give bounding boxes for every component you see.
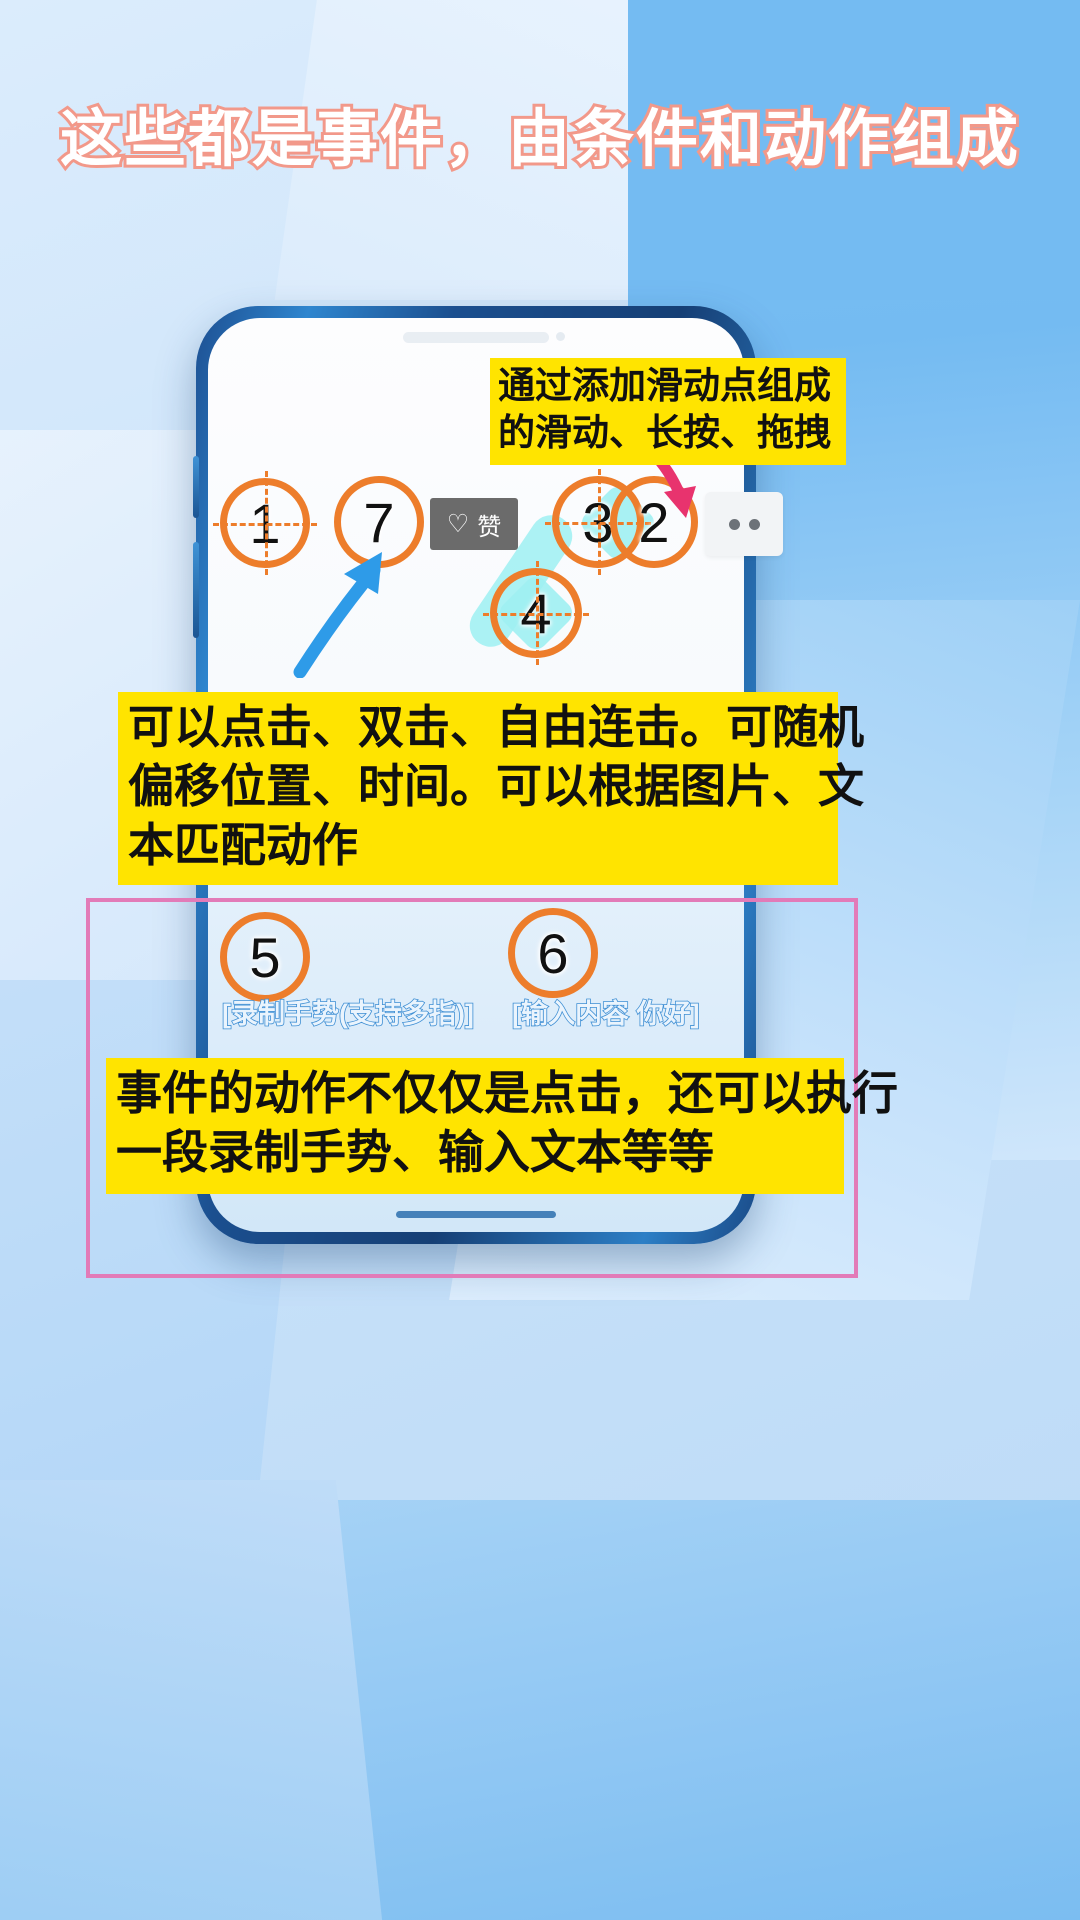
crosshair-vertical-icon [598, 469, 601, 575]
annotation-bottom: 事件的动作不仅仅是点击，还可以执行 一段录制手势、输入文本等等 [106, 1058, 898, 1194]
annotation-line: 一段录制手势、输入文本等等 [116, 1125, 714, 1178]
marker-number: 6 [537, 921, 569, 985]
marker-circle-5[interactable]: 5 [220, 912, 310, 1002]
marker-circle-1[interactable]: 1 [213, 471, 317, 575]
gesture-record-label: [录制手势(支持多指)] [221, 998, 475, 1030]
phone-side-button-volume [193, 456, 199, 518]
like-button-label: 赞 [477, 513, 502, 541]
more-options-button[interactable] [705, 492, 783, 556]
annotation-line: 偏移位置、时间。可以根据图片、文 [128, 759, 864, 812]
input-content-label: [输入内容 你好] [511, 998, 700, 1030]
annotation-line: 的滑动、长按、拖拽 [498, 412, 831, 454]
page-title-text: 这些都是事件，由条件和动作组成 [57, 102, 1021, 177]
blue-arrow-icon [293, 552, 382, 678]
page-title: 这些都是事件，由条件和动作组成 [0, 88, 1080, 178]
marker-number: 2 [638, 490, 670, 554]
annotation-line: 本匹配动作 [128, 818, 358, 871]
annotation-line: 可以点击、双击、自由连击。可随机 [128, 701, 864, 753]
annotation-top-right: 通过添加滑动点组成 的滑动、长按、拖拽 [490, 358, 846, 465]
more-dots-icon [728, 518, 740, 530]
marker-circle-4[interactable]: 4 [483, 561, 589, 665]
crosshair-vertical-icon [536, 561, 539, 665]
marker-circle-2[interactable]: 2 [610, 476, 698, 568]
annotation-middle: 可以点击、双击、自由连击。可随机 偏移位置、时间。可以根据图片、文 本匹配动作 [118, 692, 864, 885]
phone-side-button-power [193, 542, 199, 638]
phone-home-indicator [396, 1211, 556, 1218]
like-button[interactable]: ♡ 赞 [430, 498, 518, 550]
marker-number: 7 [363, 490, 395, 554]
annotation-line: 通过添加滑动点组成 [498, 365, 831, 406]
more-dots-icon [748, 518, 760, 530]
crosshair-vertical-icon [265, 471, 268, 575]
highlight-frame-bottom-section [86, 898, 858, 1278]
background-bottom-left-wedge [0, 1480, 385, 1920]
annotation-line: 事件的动作不仅仅是点击，还可以执行 [116, 1067, 898, 1119]
phone-speaker-notch [403, 332, 549, 343]
background-right-top [628, 0, 1080, 300]
marker-number: 5 [249, 925, 281, 989]
marker-circle-6[interactable]: 6 [508, 908, 598, 998]
phone-camera-dot [556, 332, 565, 341]
heart-icon: ♡ [446, 509, 470, 538]
